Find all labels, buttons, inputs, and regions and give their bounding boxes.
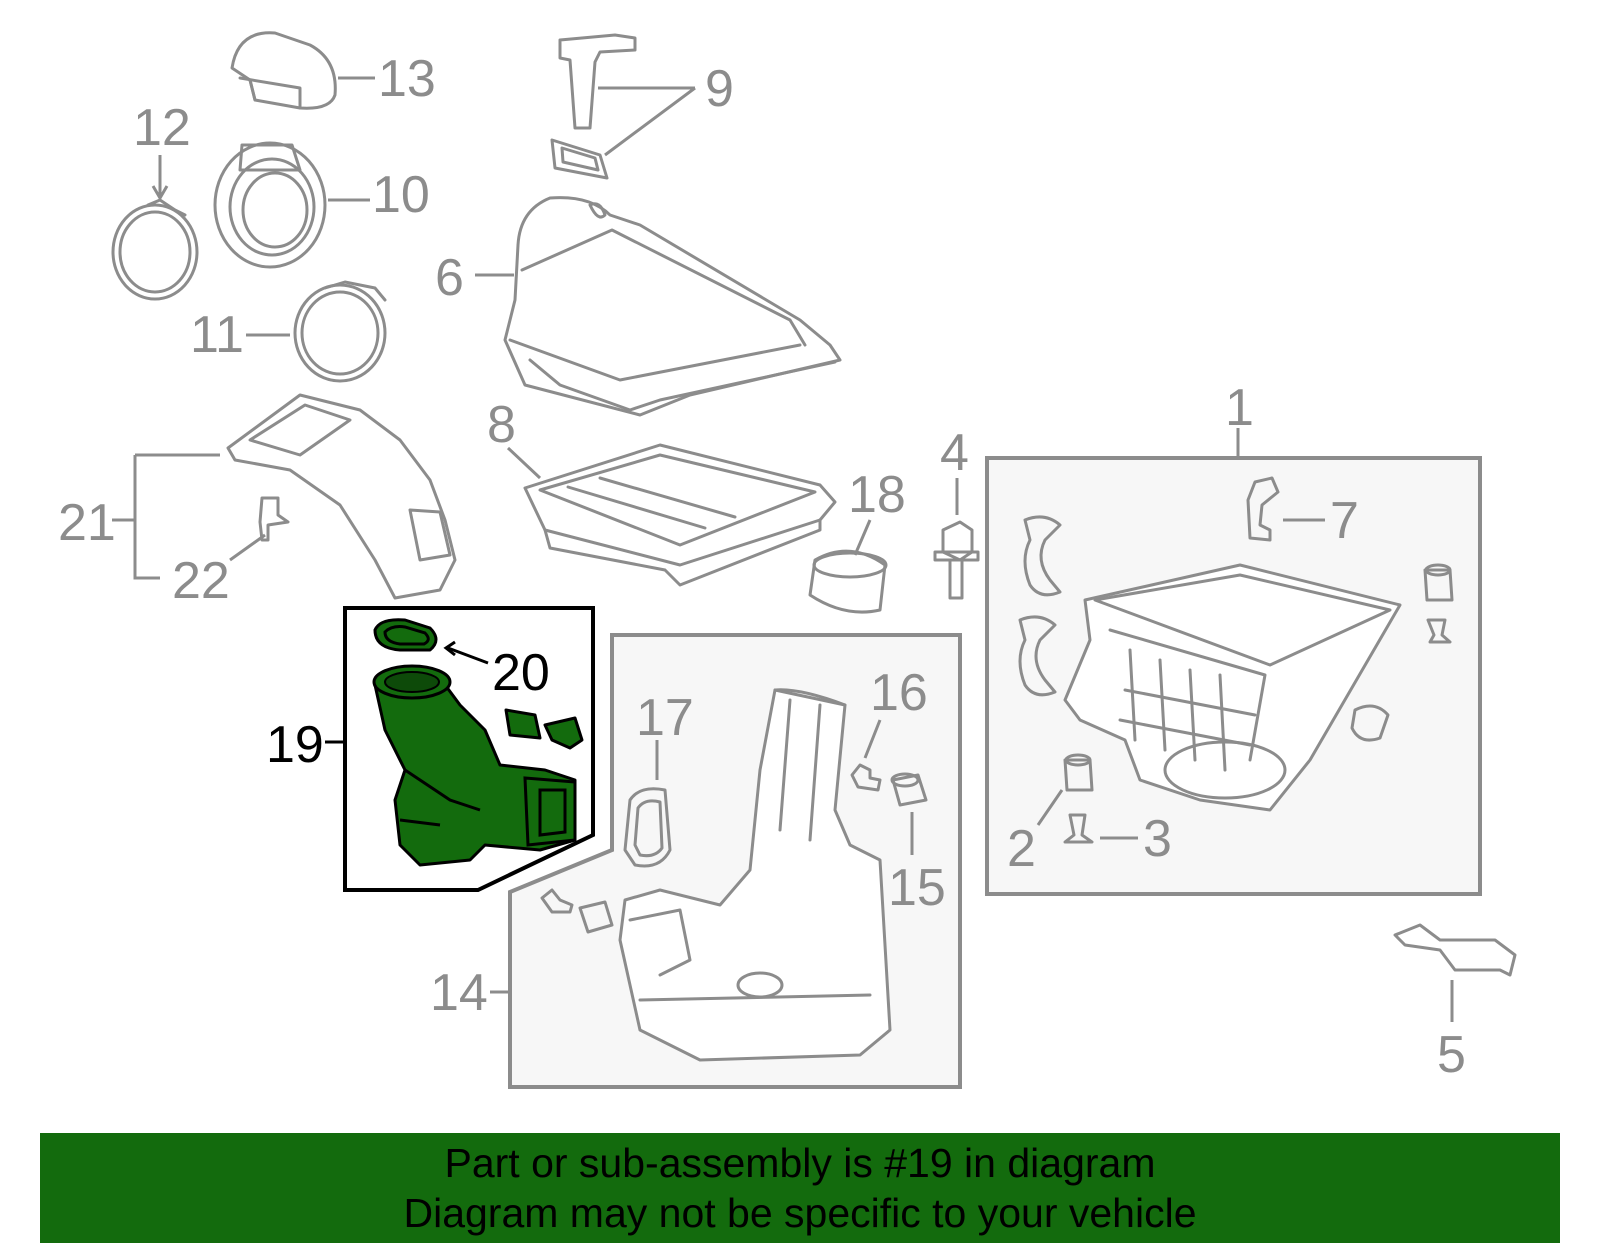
callout-15: 15: [888, 859, 946, 917]
callout-17: 17: [636, 689, 694, 747]
leader-16: [863, 719, 882, 759]
box-19-highlight: [343, 606, 595, 892]
part-13-cover[interactable]: [230, 31, 337, 110]
leader-2: [1036, 789, 1064, 826]
part-17-seal[interactable]: [623, 787, 672, 868]
part-16-bolt[interactable]: [850, 763, 882, 792]
leader-9: [598, 86, 696, 157]
part-21-intake-duct[interactable]: [226, 393, 457, 600]
arrow-12: [151, 185, 169, 201]
leader-8: [506, 446, 542, 480]
part-12-clamp[interactable]: [111, 198, 199, 301]
part-7-clip[interactable]: [1246, 476, 1280, 542]
callout-8: 8: [487, 396, 516, 454]
part-4-bolt[interactable]: [933, 520, 980, 600]
part-20-gasket[interactable]: [373, 618, 438, 652]
callout-4: 4: [940, 424, 969, 482]
leader-21: [112, 453, 220, 580]
part-19-grommet-bolt[interactable]: [504, 708, 584, 750]
arrow-20: [443, 640, 456, 657]
part-6-cleaner-cover[interactable]: [503, 196, 842, 417]
callout-18: 18: [848, 466, 906, 524]
callout-22: 22: [172, 552, 230, 610]
part-1-case[interactable]: [1063, 563, 1402, 812]
part-18-grommet[interactable]: [808, 549, 888, 614]
leader-20: [447, 646, 489, 665]
callout-19: 19: [266, 716, 324, 774]
part-grommets-right[interactable]: [1350, 563, 1454, 742]
banner-line-1: Part or sub-assembly is #19 in diagram: [444, 1140, 1156, 1186]
callout-16: 16: [870, 664, 928, 722]
callout-20: 20: [492, 644, 550, 702]
callout-11: 11: [190, 306, 244, 364]
part-19-resonator[interactable]: [372, 664, 577, 867]
part-14-grommet-bolt[interactable]: [540, 888, 614, 934]
leader-18: [853, 519, 872, 556]
callout-12: 12: [133, 99, 191, 157]
part-2-grommet[interactable]: [1063, 753, 1094, 792]
callout-3: 3: [1143, 810, 1172, 868]
notice-banner: Part or sub-assembly is #19 in diagram D…: [40, 1133, 1560, 1243]
part-14-lower-case[interactable]: [618, 688, 892, 1062]
leader-22: [229, 533, 266, 562]
callout-2: 2: [1007, 820, 1036, 878]
callout-1: 1: [1225, 379, 1254, 437]
part-10-maf-housing[interactable]: [213, 141, 327, 269]
callout-9: 9: [705, 60, 734, 118]
callout-5: 5: [1437, 1026, 1466, 1084]
part-clips-1[interactable]: [1018, 515, 1062, 697]
part-22-clip[interactable]: [258, 496, 290, 542]
callout-21: 21: [58, 494, 116, 552]
part-3-bolt[interactable]: [1063, 813, 1094, 844]
banner-line-2: Diagram may not be specific to your vehi…: [403, 1190, 1197, 1236]
callout-13: 13: [378, 50, 436, 108]
part-8-air-filter[interactable]: [523, 443, 837, 587]
part-5-bracket[interactable]: [1393, 923, 1517, 977]
callout-7: 7: [1330, 492, 1359, 550]
callout-10: 10: [372, 166, 430, 224]
part-11-clamp[interactable]: [293, 280, 387, 383]
part-9-sensor[interactable]: [550, 33, 637, 180]
part-15-grommet[interactable]: [890, 772, 928, 807]
callout-14: 14: [430, 964, 488, 1022]
callout-6: 6: [435, 249, 464, 307]
